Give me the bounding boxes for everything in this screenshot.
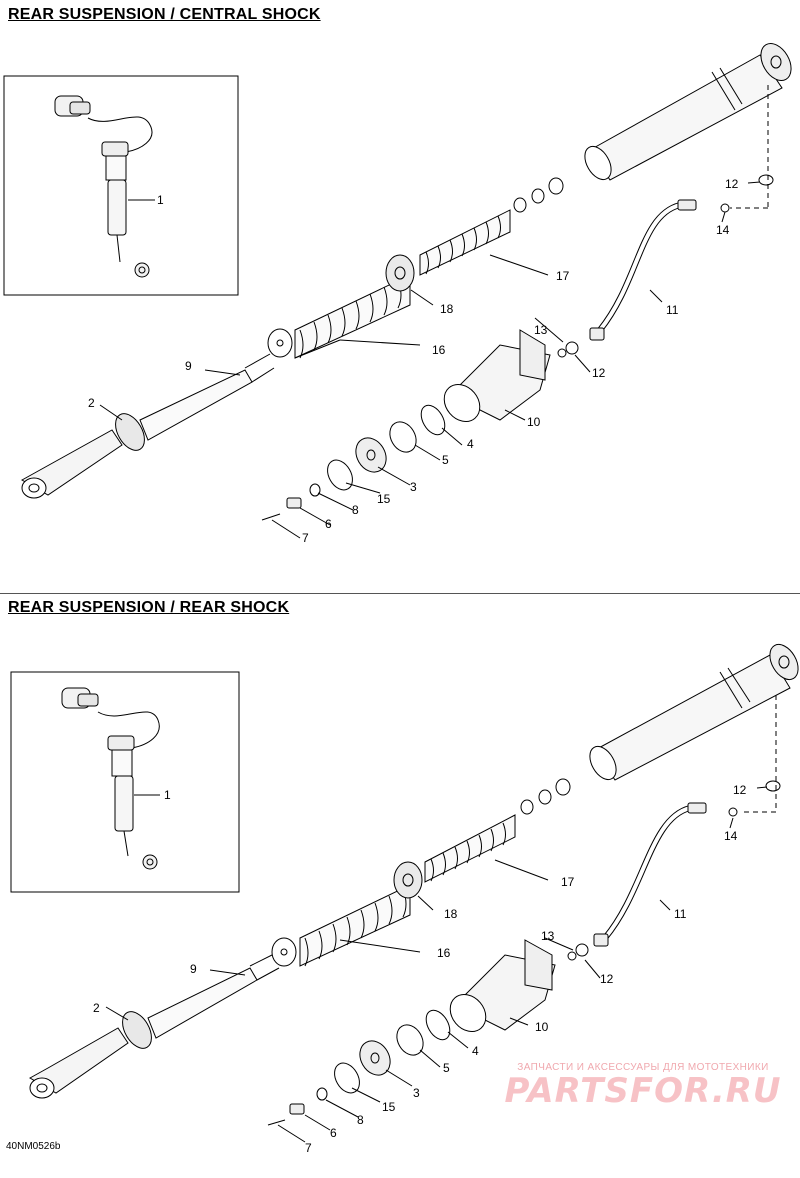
callout-8: 8 xyxy=(357,1113,364,1127)
assembled-shock-illustration xyxy=(54,95,153,278)
callout-15: 15 xyxy=(377,492,391,506)
callout-4: 4 xyxy=(472,1044,479,1058)
spring-16 xyxy=(299,884,421,967)
inset-frame xyxy=(10,671,240,893)
section-divider xyxy=(0,593,800,594)
callout-6: 6 xyxy=(325,517,332,531)
callout-12a: 12 xyxy=(733,783,747,797)
callout-12a: 12 xyxy=(725,177,739,191)
figure-code: 40NM0526b xyxy=(6,1141,61,1152)
callout-8: 8 xyxy=(352,503,359,517)
callout-18: 18 xyxy=(444,907,458,921)
callout-6: 6 xyxy=(330,1126,337,1140)
callout-1: 1 xyxy=(157,193,164,207)
callout-15: 15 xyxy=(382,1100,396,1114)
shock-body xyxy=(584,43,792,181)
shaft-eye-assembly xyxy=(28,953,280,1099)
callout-2: 2 xyxy=(88,396,95,410)
callout-5: 5 xyxy=(443,1061,450,1075)
spring-17 xyxy=(424,814,549,883)
callout-9: 9 xyxy=(190,962,197,976)
callout-3: 3 xyxy=(410,480,417,494)
reservoir-10 xyxy=(443,329,551,422)
shaft-eye-assembly xyxy=(20,353,275,499)
callout-9: 9 xyxy=(185,359,192,373)
callout-11: 11 xyxy=(666,303,679,317)
assembled-shock-illustration xyxy=(61,687,160,870)
callout-14: 14 xyxy=(716,223,730,237)
callout-11: 11 xyxy=(674,907,687,921)
callout-10: 10 xyxy=(535,1020,549,1034)
spring-17 xyxy=(419,209,549,276)
reservoir-10 xyxy=(449,939,556,1032)
diagram-title-rear-shock: REAR SUSPENSION / REAR SHOCK xyxy=(8,599,290,616)
watermark: ЗАПЧАСТИ И АКСЕССУАРЫ ДЛЯ МОТОТЕХНИКИ PA… xyxy=(488,1062,798,1111)
callout-3: 3 xyxy=(413,1086,420,1100)
callout-7: 7 xyxy=(302,531,309,545)
watermark-tagline: ЗАПЧАСТИ И АКСЕССУАРЫ ДЛЯ МОТОТЕХНИКИ xyxy=(517,1062,769,1073)
callout-14: 14 xyxy=(724,829,738,843)
exploded-view-central-shock: 1 2 3 4 5 6 7 8 9 10 11 12 12 13 14 15 1… xyxy=(0,0,800,578)
shock-body xyxy=(589,643,799,781)
callout-17: 17 xyxy=(561,875,575,889)
callout-5: 5 xyxy=(442,453,449,467)
hose-11 xyxy=(593,802,707,947)
callout-10: 10 xyxy=(527,415,541,429)
callout-16: 16 xyxy=(437,946,451,960)
callout-1: 1 xyxy=(164,788,171,802)
exploded-view-rear-shock: 1 2 3 4 5 6 7 8 9 10 11 12 12 13 14 15 1… xyxy=(0,600,800,1178)
callout-12b: 12 xyxy=(600,972,614,986)
callout-17: 17 xyxy=(556,269,570,283)
callout-16: 16 xyxy=(432,343,446,357)
watermark-brand: PARTSFOR.RU xyxy=(504,1071,782,1111)
spring-16 xyxy=(294,274,421,359)
hose-11 xyxy=(589,199,697,341)
inset-frame xyxy=(3,75,239,296)
diagram-title-central-shock: REAR SUSPENSION / CENTRAL SHOCK xyxy=(8,6,321,23)
callout-7: 7 xyxy=(305,1141,312,1155)
callout-4: 4 xyxy=(467,437,474,451)
callout-13: 13 xyxy=(541,929,555,943)
callout-2: 2 xyxy=(93,1001,100,1015)
callout-13: 13 xyxy=(534,323,548,337)
callout-18: 18 xyxy=(440,302,454,316)
callout-12b: 12 xyxy=(592,366,606,380)
